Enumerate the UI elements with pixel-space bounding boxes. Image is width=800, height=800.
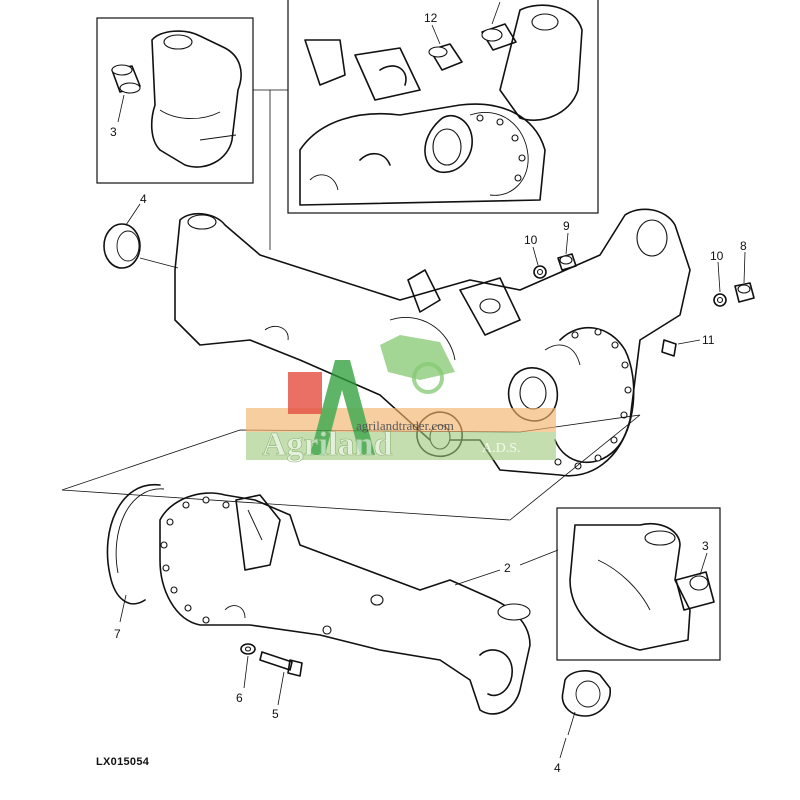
callout-2: 2 — [504, 561, 511, 575]
inset-top-center: 12 — [287, 0, 599, 214]
callout-12: 12 — [424, 11, 438, 25]
watermark-brand: Agriland — [262, 426, 392, 463]
callout-9: 9 — [563, 219, 570, 233]
small-parts-right: 10 9 10 8 11 — [524, 219, 755, 357]
o-ring-part-7: 7 — [106, 484, 165, 641]
agriland-watermark: Agriland agrilandtrader.com A.D.S. — [246, 335, 556, 463]
bushing-part-3-top — [111, 64, 141, 94]
seal-part-4-top: 4 — [103, 192, 179, 269]
inset-bottom-right: 3 — [556, 507, 721, 661]
callout-4-top: 4 — [140, 192, 147, 206]
callout-3-right: 3 — [702, 539, 709, 553]
callout-7: 7 — [114, 627, 121, 641]
lower-axle-housing — [159, 492, 531, 715]
callout-3-top: 3 — [110, 125, 117, 139]
brand-a-logo-icon — [310, 360, 375, 455]
watermark-suffix: A.D.S. — [482, 441, 521, 456]
callout-11: 11 — [702, 333, 715, 347]
red-tractor-icon — [288, 372, 322, 414]
flange-bolt-holes-inset — [476, 114, 526, 182]
washer-part-6: 6 — [236, 643, 256, 705]
inset-top-left: 3 — [96, 17, 254, 184]
bushings-part-12 — [428, 23, 517, 71]
callout-4-bottom: 4 — [554, 761, 561, 775]
watermark-url: agrilandtrader.com — [356, 418, 454, 433]
bushing-part-3-right — [675, 571, 715, 611]
callout-10-left: 10 — [524, 233, 538, 247]
tractor-silhouette-icon — [380, 335, 455, 380]
flange-bolt-holes-lower — [160, 496, 230, 624]
callout-5: 5 — [272, 707, 279, 721]
callout-6: 6 — [236, 691, 243, 705]
callout-8: 8 — [740, 239, 747, 253]
flange-bolt-holes-main — [554, 328, 632, 470]
seal-part-4-bottom: 4 — [554, 670, 611, 775]
bolt-part-5: 5 — [259, 651, 303, 721]
callout-10-right: 10 — [710, 249, 724, 263]
figure-reference-code: LX015054 — [96, 756, 150, 768]
